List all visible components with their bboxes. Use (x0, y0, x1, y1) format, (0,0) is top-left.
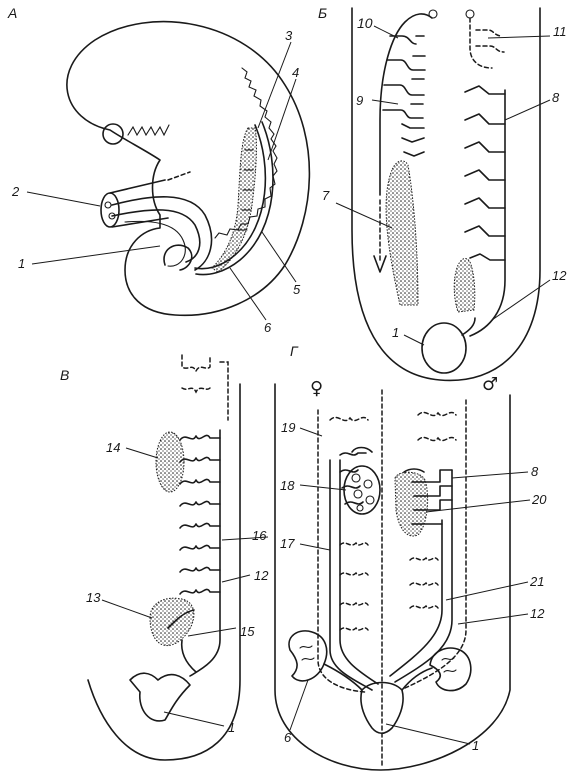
pronephric-duct-dashed (469, 17, 493, 69)
label-a-5: 5 (293, 282, 301, 297)
paramesonephric-duct-left (317, 409, 366, 693)
panel-g-differentiated-stage: Г ♀ (274, 343, 547, 771)
female-symbol: ♀ (310, 378, 323, 399)
panel-b-letter: Б (318, 5, 327, 21)
body-wall-outline (351, 7, 541, 382)
label-b-1: 1 (392, 325, 399, 340)
label-v-16: 16 (252, 528, 267, 543)
mesonephric-duct-v (189, 429, 221, 677)
label-g-17: 17 (280, 536, 295, 551)
pronephric-duct-left (379, 13, 433, 196)
kidney-left (288, 630, 328, 682)
vestigial-tubules-right (409, 411, 457, 609)
testis (394, 471, 429, 537)
embryo-outline (66, 20, 311, 317)
label-b-7: 7 (322, 188, 330, 203)
label-g-21: 21 (529, 574, 544, 589)
body-wall-outline-g (274, 383, 511, 771)
label-v-15: 15 (240, 624, 255, 639)
allantois-duct (111, 196, 213, 271)
cloaca-loop (163, 244, 193, 271)
tubules-left (382, 35, 426, 157)
cord-section (100, 192, 120, 228)
label-b-12: 12 (552, 268, 567, 283)
label-g-8: 8 (531, 464, 539, 479)
urogenital-sinus (360, 681, 404, 735)
ovary (343, 465, 381, 515)
panel-g-letter: Г (290, 343, 299, 359)
panel-v-letter: В (60, 367, 69, 383)
label-g-20: 20 (531, 492, 547, 507)
label-g-19: 19 (281, 420, 295, 435)
cloaca (421, 322, 467, 374)
label-b-9: 9 (356, 93, 363, 108)
paramesonephric-duct-right (404, 399, 467, 689)
label-a-2: 2 (11, 184, 20, 199)
mesonephric-duct-left-g (329, 459, 373, 691)
label-g-6: 6 (284, 730, 292, 745)
label-a-1: 1 (18, 256, 25, 271)
male-symbol: ♂ (482, 374, 498, 395)
label-a-4: 4 (292, 65, 299, 80)
mesonephric-duct (194, 124, 267, 270)
umbilical-cord (109, 179, 169, 228)
label-v-14: 14 (106, 440, 120, 455)
mesonephric-tubules-v (179, 434, 221, 595)
panel-a-letter: А (7, 5, 17, 21)
gonad-v (155, 431, 185, 493)
kidney-right (429, 647, 472, 692)
label-g-1: 1 (472, 738, 479, 753)
metanephros-v (149, 597, 195, 647)
label-g-12: 12 (530, 606, 545, 621)
nephrogenic-cord (211, 127, 257, 273)
body-wall-outline-v (87, 383, 241, 761)
label-b-11: 11 (553, 24, 567, 39)
efferent-ductules (403, 468, 453, 525)
mesonephric-mass-left (385, 160, 419, 306)
label-v-1: 1 (228, 720, 235, 735)
panel-a-embryo: А 2 1 3 4 (7, 5, 311, 335)
cloaca-v (129, 672, 191, 722)
panel-b-pronephros-mesonephros: Б (318, 5, 567, 395)
label-b-10: 10 (357, 15, 373, 31)
panel-v-indifferent-stage: В 14 16 12 (60, 354, 269, 761)
mesonephric-mass-right (453, 257, 476, 313)
ureteric-bud (180, 639, 197, 673)
label-v-12: 12 (254, 568, 269, 583)
label-v-13: 13 (86, 590, 101, 605)
vestigial-tubules-left (329, 416, 369, 631)
label-a-3: 3 (285, 28, 293, 43)
tubules-right (464, 85, 506, 261)
eye-icon (102, 123, 124, 145)
branchial-arches (127, 124, 170, 137)
label-b-8: 8 (552, 90, 560, 105)
label-a-6: 6 (264, 320, 272, 335)
mesonephric-duct-right (469, 89, 506, 337)
label-g-18: 18 (280, 478, 295, 493)
